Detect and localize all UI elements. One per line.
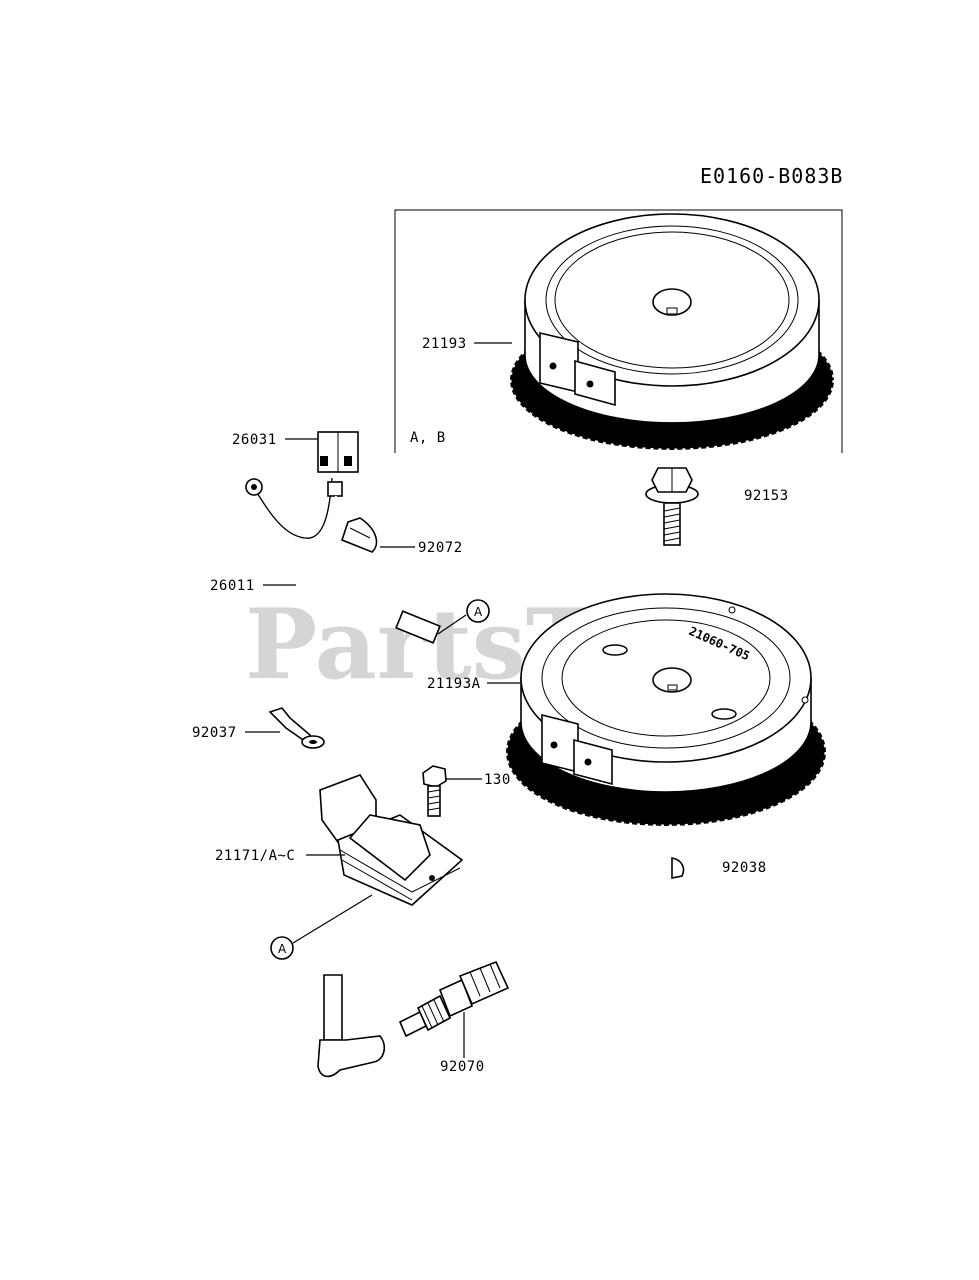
terminal-92037[interactable] <box>268 707 325 749</box>
label-92070: 92070 <box>440 1059 485 1075</box>
ref-marker-a-lower-circle <box>270 936 294 960</box>
flywheel-21193[interactable] <box>508 213 836 452</box>
label-92038: 92038 <box>722 860 767 876</box>
woodruff-key-92038[interactable] <box>671 857 685 879</box>
ref-marker-a-upper: A <box>474 605 483 619</box>
label-92153: 92153 <box>744 488 789 504</box>
clamp-92072[interactable] <box>341 517 378 553</box>
flywheel-21193a[interactable] <box>504 593 828 828</box>
label-130: 130 <box>484 772 511 788</box>
wire-harness-26011[interactable] <box>245 477 490 644</box>
flywheel-bolt-92153[interactable] <box>645 467 699 546</box>
label-21193: 21193 <box>422 336 467 352</box>
label-92037: 92037 <box>192 725 237 741</box>
diagram-code: E0160-B083B <box>700 164 843 188</box>
spark-plug-cap[interactable] <box>317 974 386 1078</box>
ignition-coil-21171[interactable] <box>319 701 464 986</box>
connector-26031[interactable] <box>317 431 359 473</box>
variant-group-box <box>394 209 843 453</box>
ref-marker-a-lower: A <box>278 942 287 956</box>
label-21171: 21171/A~C <box>215 848 295 864</box>
label-92072: 92072 <box>418 540 463 556</box>
label-21193a: 21193A <box>427 676 481 692</box>
variant-group-note: A, B <box>410 430 446 446</box>
spark-plug-92070[interactable] <box>398 960 510 1038</box>
label-26031: 26031 <box>232 432 277 448</box>
leader-ref-a-lower <box>292 894 373 944</box>
bolt-130[interactable] <box>422 765 447 817</box>
label-26011: 26011 <box>210 578 255 594</box>
